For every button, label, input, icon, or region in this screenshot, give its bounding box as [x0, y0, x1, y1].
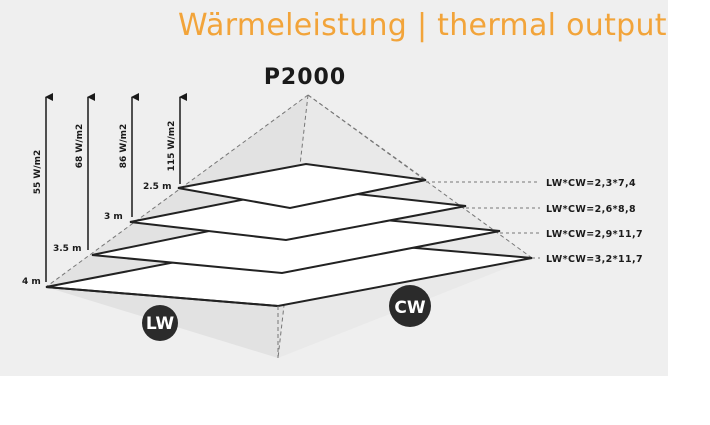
spec-label-4m: LW*CW=3,2*11,7	[546, 254, 643, 265]
spec-label-2-5m: LW*CW=2,3*7,4	[546, 178, 636, 189]
product-name: P2000	[264, 65, 346, 90]
lw-badge: LW	[142, 305, 178, 341]
spec-label-3-5m: LW*CW=2,9*11,7	[546, 229, 643, 240]
heat-plane-2-5m	[177, 162, 427, 210]
lw-badge-label: LW	[146, 314, 175, 334]
power-label-2-5m: 115 W/m2	[167, 121, 177, 172]
power-arrows	[45, 93, 187, 282]
power-label-3-5m: 68 W/m2	[75, 124, 85, 169]
distance-label-3-5m: 3.5 m	[53, 244, 81, 254]
distance-label-3m: 3 m	[104, 212, 123, 222]
heat-plane-4m-front-edge	[45, 286, 279, 307]
power-label-4m: 55 W/m2	[33, 150, 43, 195]
page-title: Wärmeleistung | thermal output	[178, 8, 667, 43]
spec-guide-lines	[426, 181, 540, 259]
distance-label-2-5m: 2.5 m	[143, 182, 171, 192]
cw-badge: CW	[389, 285, 431, 327]
spec-label-3m: LW*CW=2,6*8,8	[546, 204, 636, 215]
power-label-3m: 86 W/m2	[119, 124, 129, 169]
cw-badge-label: CW	[394, 298, 425, 318]
pyramid-dashed-edges	[45, 94, 533, 359]
distance-label-4m: 4 m	[22, 277, 41, 287]
